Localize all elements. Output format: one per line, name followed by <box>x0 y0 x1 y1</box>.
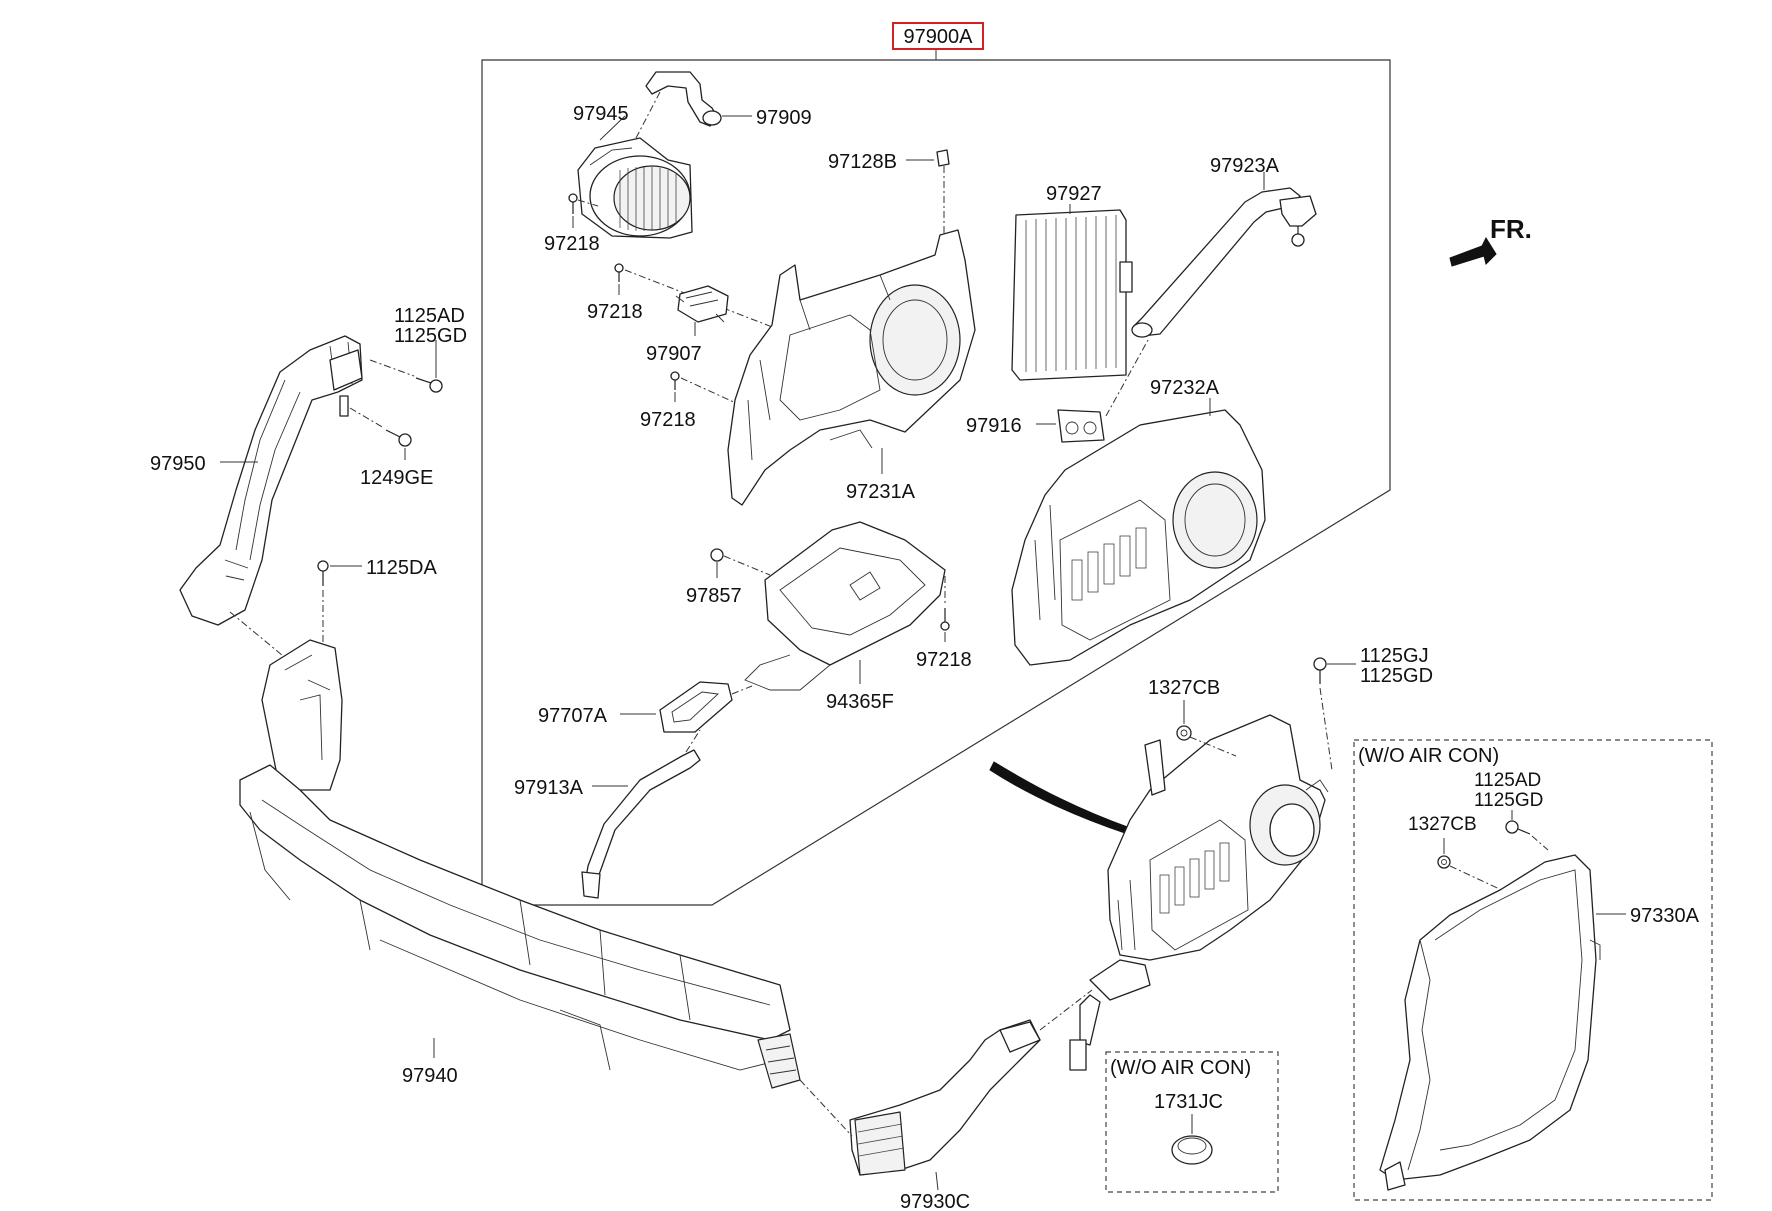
part-97950: 97950 <box>150 453 206 475</box>
rear-duct <box>849 1019 1041 1176</box>
bolt-icon <box>415 377 443 393</box>
part-1125GD-a: 1125GD <box>394 325 467 347</box>
part-1327CB-b: 1327CB <box>1408 814 1477 835</box>
part-1731JC: 1731JC <box>1154 1091 1223 1113</box>
part-1125AD-b: 1125AD <box>1474 770 1541 791</box>
clip-icon <box>936 149 950 167</box>
front-arrow-icon <box>1449 236 1497 267</box>
screw-icon <box>317 560 329 586</box>
part-97930C: 97930C <box>900 1191 970 1211</box>
assembly-outline <box>481 59 1391 906</box>
part-1125AD-a: 1125AD <box>394 305 465 327</box>
part-1125GJ: 1125GJ <box>1360 645 1429 667</box>
drain-tube <box>581 749 701 899</box>
bolt-icon <box>1505 820 1531 835</box>
hvac-unit-assembled <box>1069 714 1329 1071</box>
part-97218-a: 97218 <box>544 233 600 255</box>
part-97916: 97916 <box>966 415 1022 437</box>
wo-air-con-box-small <box>1105 1051 1279 1193</box>
wo-air-con-label-right: (W/O AIR CON) <box>1358 745 1499 767</box>
part-97231A: 97231A <box>846 481 916 503</box>
screw-icon <box>614 263 624 282</box>
part-97907: 97907 <box>646 343 702 365</box>
bolt-icon <box>1313 657 1327 684</box>
part-97909: 97909 <box>756 107 812 129</box>
blower-resistor <box>675 285 729 323</box>
part-97945: 97945 <box>573 103 629 125</box>
grommet-icon <box>710 548 724 562</box>
drain-pan <box>744 521 946 691</box>
wo-air-con-box-right <box>1353 739 1713 1201</box>
part-97707A: 97707A <box>538 705 608 727</box>
upper-case <box>727 229 976 506</box>
part-1125DA: 1125DA <box>366 557 437 579</box>
part-97232A: 97232A <box>1150 377 1220 399</box>
part-97927: 97927 <box>1046 183 1102 205</box>
curved-arrow-icon <box>989 761 1131 835</box>
blower-case-cover <box>1379 854 1601 1191</box>
part-97218-d: 97218 <box>916 649 972 671</box>
bolt-icon <box>385 429 412 447</box>
part-1125GD-b: 1125GD <box>1360 665 1433 687</box>
part-94365F: 94365F <box>826 691 894 713</box>
front-indicator: FR. <box>1490 214 1532 244</box>
floor-duct <box>239 639 801 1089</box>
nut-icon <box>1176 725 1192 741</box>
part-1125GD-c: 1125GD <box>1474 790 1543 811</box>
part-1249GE: 1249GE <box>360 467 433 489</box>
part-97940: 97940 <box>402 1065 458 1087</box>
screw-icon <box>568 193 578 214</box>
plug-icon <box>1171 1135 1213 1165</box>
part-97330A: 97330A <box>1630 905 1700 927</box>
seal-gasket <box>659 681 733 733</box>
nut-icon <box>1437 855 1451 869</box>
part-97128B: 97128B <box>828 151 897 173</box>
drain-hose <box>645 71 722 127</box>
side-duct <box>179 335 363 626</box>
ac-pipe <box>1131 187 1317 338</box>
assembly-label: 97900A <box>904 26 974 48</box>
lower-case <box>1011 409 1266 666</box>
screw-icon <box>670 371 680 390</box>
part-97913A: 97913A <box>514 777 584 799</box>
part-97218-c: 97218 <box>640 409 696 431</box>
part-97857: 97857 <box>686 585 742 607</box>
part-97923A: 97923A <box>1210 155 1280 177</box>
wo-air-con-label-small: (W/O AIR CON) <box>1110 1057 1251 1079</box>
screw-icon <box>940 608 950 631</box>
expansion-valve <box>1057 409 1105 443</box>
part-1327CB-a: 1327CB <box>1148 677 1220 699</box>
assembly-label-box <box>892 22 984 50</box>
blower-motor <box>577 137 693 239</box>
evaporator-core <box>1011 209 1133 381</box>
part-97218-b: 97218 <box>587 301 643 323</box>
